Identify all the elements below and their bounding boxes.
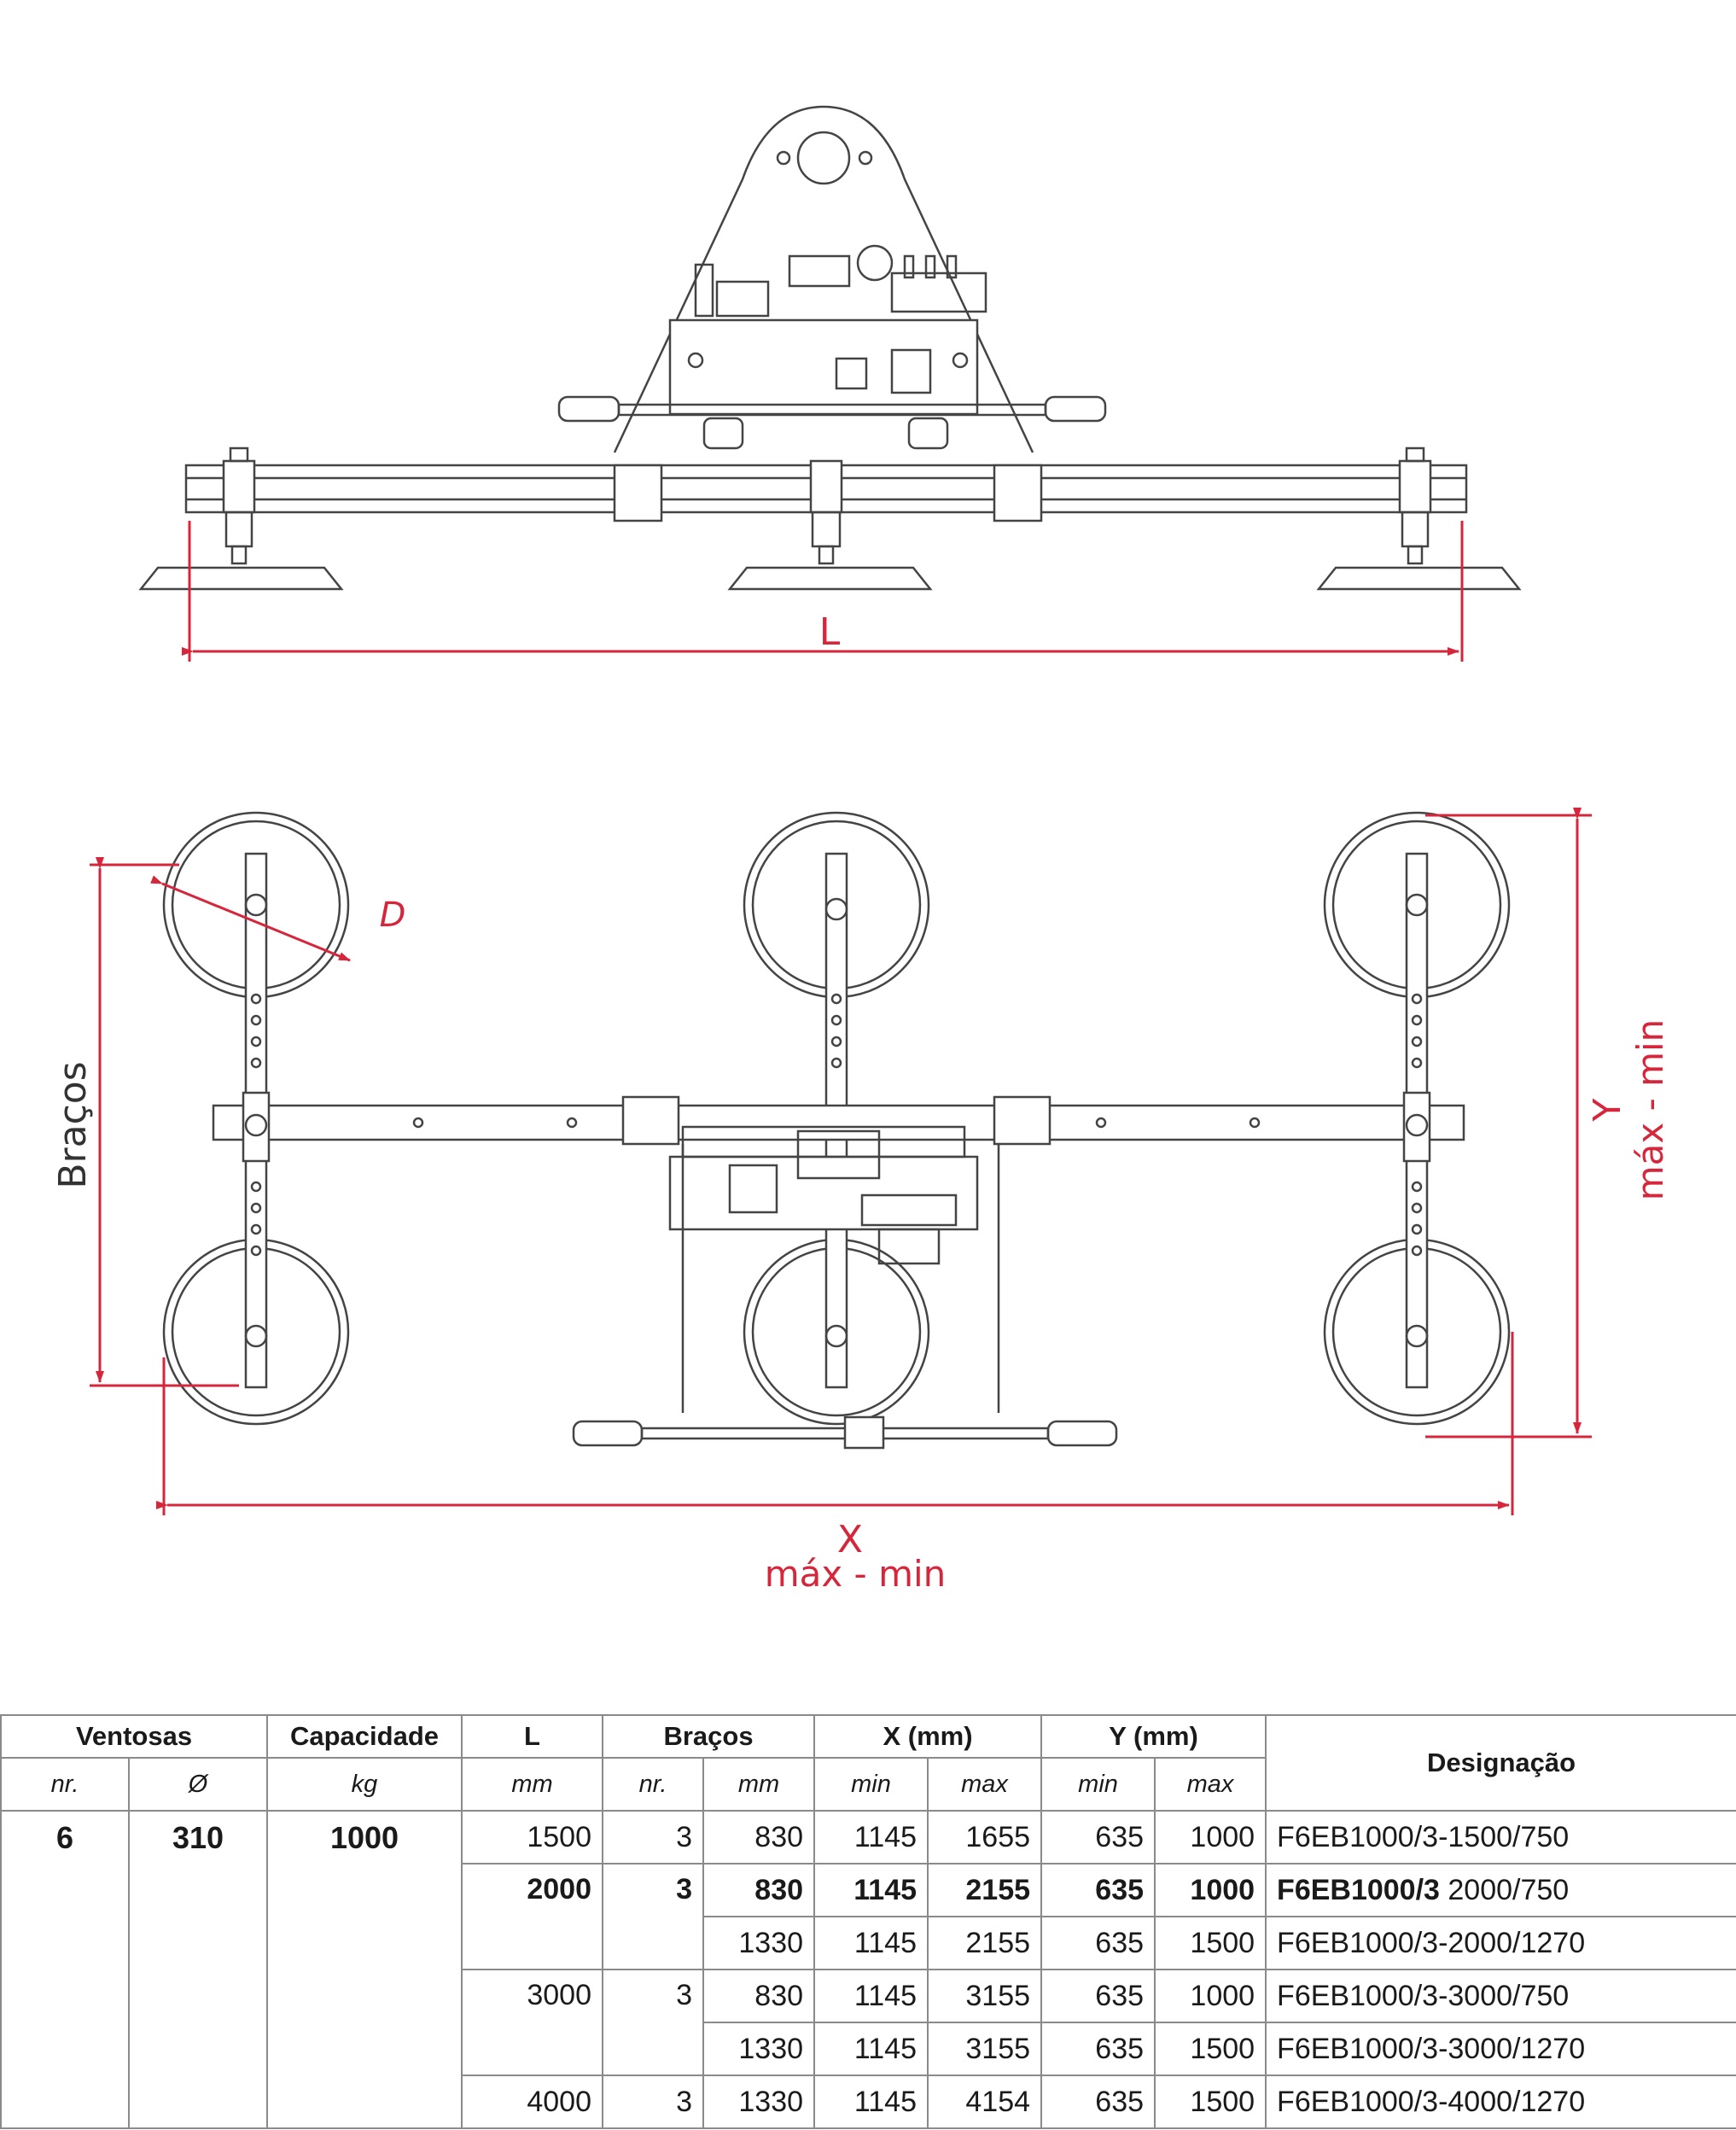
unit-x-min: min bbox=[813, 1757, 929, 1812]
cell-y-min: 635 bbox=[1040, 1916, 1156, 1970]
table-row: 1330 1145 2155 635 1500 F6EB1000/3-2000/… bbox=[1, 1916, 1736, 1970]
cell-bracos-nr: 3 bbox=[602, 1810, 704, 1864]
cell-x-max: 2155 bbox=[927, 1863, 1043, 1917]
header-L: L bbox=[461, 1714, 603, 1759]
cell-capacidade: 1000 bbox=[266, 1810, 463, 2129]
unit-nr: nr. bbox=[0, 1757, 130, 1812]
table-row: 6 310 1000 1500 3 830 1145 1655 635 1000… bbox=[0, 1810, 1736, 2129]
table-row: 2000 3 830 1145 2155 635 1000 F6EB1000/3… bbox=[1, 1863, 1736, 1970]
table-row: 3000 3 830 1145 3155 635 1000 F6EB1000/3… bbox=[1, 1969, 1736, 2076]
cell-designacao: F6EB1000/3-3000/1270 bbox=[1265, 2022, 1736, 2076]
label-Y: Y bbox=[1586, 1098, 1629, 1122]
cell-L: 1500 bbox=[461, 1810, 603, 1864]
cell-designacao: F6EB1000/3-2000/1270 bbox=[1265, 1916, 1736, 1970]
cell-designacao: F6EB1000/3 2000/750 bbox=[1265, 1863, 1736, 1917]
cell-x-min: 1145 bbox=[813, 1969, 929, 2023]
side-view bbox=[138, 105, 1522, 591]
header-bracos: Braços bbox=[601, 1714, 816, 1759]
cell-y-max: 1000 bbox=[1154, 1969, 1267, 2023]
unit-mm-L: mm bbox=[461, 1757, 603, 1812]
cell-y-min: 635 bbox=[1040, 1863, 1156, 1917]
header-x: X (mm) bbox=[813, 1714, 1043, 1759]
label-X-range: máx - min bbox=[765, 1553, 947, 1595]
cell-x-min: 1145 bbox=[813, 1810, 929, 1864]
cell-designacao: F6EB1000/3-3000/750 bbox=[1265, 1969, 1736, 2023]
cell-y-max: 1000 bbox=[1154, 1863, 1267, 1917]
technical-drawing: L bbox=[51, 105, 1671, 1595]
cell-bracos-nr: 3 bbox=[602, 1863, 704, 1970]
cell-x-max: 3155 bbox=[927, 2022, 1043, 2076]
cell-x-max: 4154 bbox=[927, 2075, 1043, 2129]
cell-bracos-mm: 1330 bbox=[702, 2075, 816, 2129]
label-D: D bbox=[380, 896, 406, 935]
cell-designacao: F6EB1000/3-1500/750 bbox=[1265, 1810, 1736, 1864]
designacao-rest: 2000/750 bbox=[1439, 1873, 1570, 1906]
cell-y-min: 635 bbox=[1040, 2075, 1156, 2129]
header-ventosas: Ventosas bbox=[0, 1714, 268, 1759]
cell-y-max: 1500 bbox=[1154, 2022, 1267, 2076]
top-view bbox=[162, 811, 1511, 1450]
dimension-L bbox=[182, 521, 1464, 662]
header-designacao: Designação bbox=[1265, 1714, 1736, 1812]
unit-mm-bracos: mm bbox=[702, 1757, 816, 1812]
cell-y-min: 635 bbox=[1040, 1810, 1156, 1864]
label-X: X bbox=[837, 1518, 863, 1561]
unit-x-max: max bbox=[927, 1757, 1043, 1812]
cell-y-max: 1500 bbox=[1154, 2075, 1267, 2129]
cell-designacao: F6EB1000/3-4000/1270 bbox=[1265, 2075, 1736, 2129]
cell-L: 3000 bbox=[461, 1969, 603, 2076]
cell-y-min: 635 bbox=[1040, 1969, 1156, 2023]
cell-L: 2000 bbox=[461, 1863, 603, 1970]
header-capacidade: Capacidade bbox=[266, 1714, 463, 1759]
cell-y-min: 635 bbox=[1040, 2022, 1156, 2076]
unit-diameter: Ø bbox=[128, 1757, 268, 1812]
cell-ventosas-nr: 6 bbox=[0, 1810, 130, 2129]
dimension-D bbox=[150, 875, 351, 962]
cell-L: 4000 bbox=[461, 2075, 603, 2129]
dimension-Y bbox=[1425, 808, 1592, 1438]
unit-y-max: max bbox=[1154, 1757, 1267, 1812]
cell-bracos-mm: 1330 bbox=[702, 2022, 816, 2076]
cell-bracos-mm: 1330 bbox=[702, 1916, 816, 1970]
cell-diameter: 310 bbox=[128, 1810, 268, 2129]
label-bracos: Braços bbox=[51, 1061, 95, 1188]
cell-x-min: 1145 bbox=[813, 2022, 929, 2076]
cell-x-min: 1145 bbox=[813, 1916, 929, 1970]
unit-nr-bracos: nr. bbox=[602, 1757, 704, 1812]
cell-x-max: 3155 bbox=[927, 1969, 1043, 2023]
cell-x-min: 1145 bbox=[813, 1863, 929, 1917]
table-row: 4000 3 1330 1145 4154 635 1500 F6EB1000/… bbox=[1, 2075, 1736, 2129]
cell-bracos-mm: 830 bbox=[702, 1969, 816, 2023]
cell-y-max: 1500 bbox=[1154, 1916, 1267, 1970]
cell-bracos-mm: 830 bbox=[702, 1810, 816, 1864]
cell-bracos-nr: 3 bbox=[602, 1969, 704, 2076]
cell-x-max: 1655 bbox=[927, 1810, 1043, 1864]
cell-bracos-nr: 3 bbox=[602, 2075, 704, 2129]
cell-x-max: 2155 bbox=[927, 1916, 1043, 1970]
table-row: 1330 1145 3155 635 1500 F6EB1000/3-3000/… bbox=[1, 2022, 1736, 2076]
cell-y-max: 1000 bbox=[1154, 1810, 1267, 1864]
header-y: Y (mm) bbox=[1040, 1714, 1267, 1759]
cell-bracos-mm: 830 bbox=[702, 1863, 816, 1917]
cell-x-min: 1145 bbox=[813, 2075, 929, 2129]
designacao-bold: F6EB1000/3 bbox=[1277, 1873, 1440, 1906]
specification-table: Ventosas Capacidade L Braços X (mm) Y (m… bbox=[0, 1714, 1736, 2129]
unit-kg: kg bbox=[266, 1757, 463, 1812]
dimension-X bbox=[156, 1332, 1514, 1515]
header-row: Ventosas Capacidade L Braços X (mm) Y (m… bbox=[0, 1714, 1736, 1812]
units-row: nr. Ø kg mm nr. mm min max min max bbox=[0, 1757, 1736, 1812]
label-L: L bbox=[819, 610, 841, 654]
label-Y-range: máx - min bbox=[1629, 1019, 1671, 1201]
unit-y-min: min bbox=[1040, 1757, 1156, 1812]
